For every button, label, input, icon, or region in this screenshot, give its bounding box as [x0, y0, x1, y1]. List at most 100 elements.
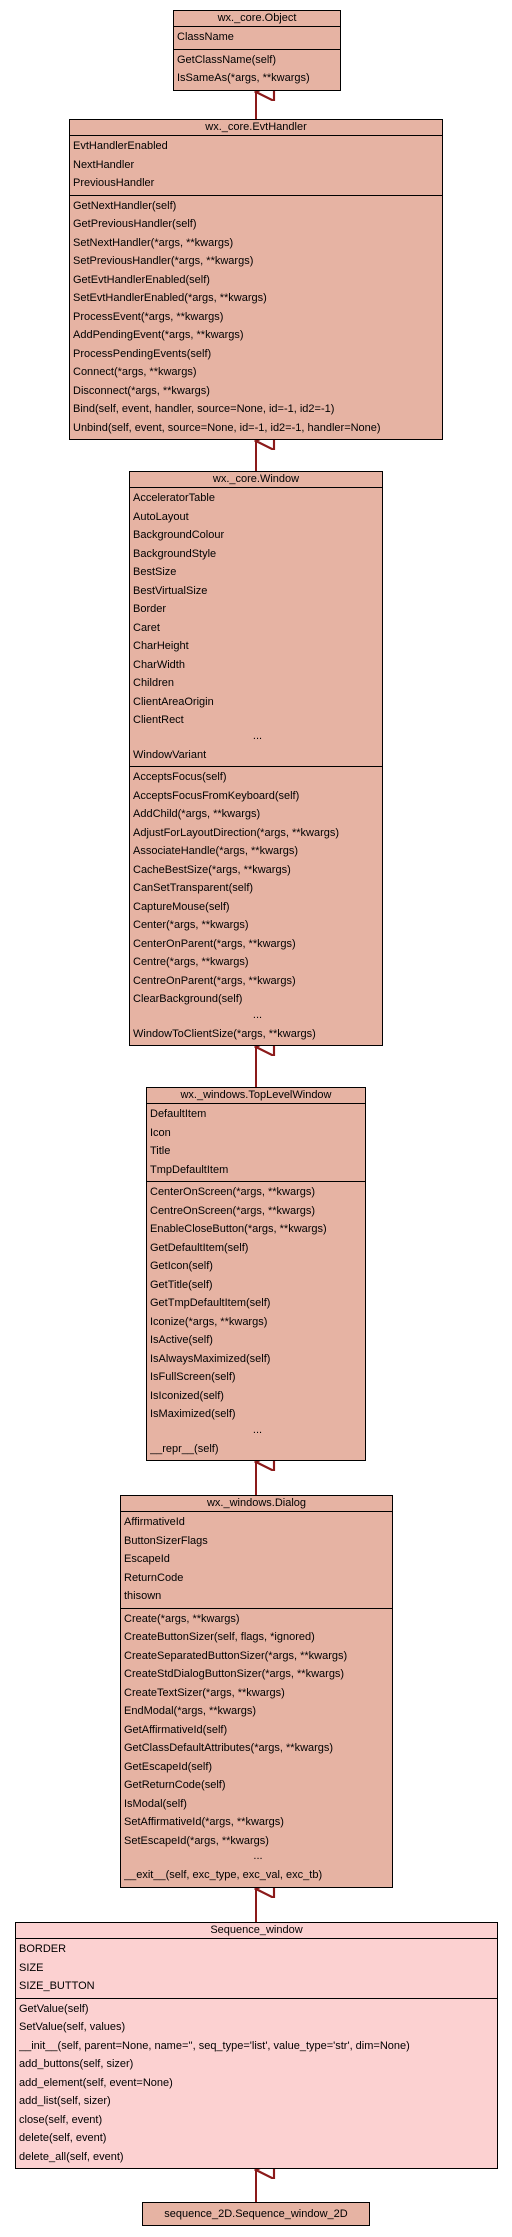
attribute: BestSize: [133, 566, 177, 578]
method: SetPreviousHandler(*args, **kwargs): [73, 255, 254, 267]
method: delete(self, event): [19, 2132, 107, 2144]
attribute: CharHeight: [133, 640, 189, 652]
attribute: ButtonSizerFlags: [124, 1534, 208, 1547]
method: IsModal(self): [124, 1797, 187, 1810]
attribute: NextHandler: [73, 158, 135, 171]
attribute: BestVirtualSize: [133, 584, 208, 597]
method: GetClassDefaultAttributes(*args, **kwarg…: [124, 1742, 334, 1754]
attribute: EscapeId: [124, 1553, 170, 1565]
method: GetIcon(self): [150, 1260, 213, 1272]
attribute: Caret: [133, 621, 160, 634]
method: Unbind(self, event, source=None, id=-1, …: [73, 421, 381, 434]
method: add_buttons(self, sizer): [19, 2058, 134, 2070]
attribute: Title: [150, 1145, 171, 1157]
method: EnableCloseButton(*args, **kwargs): [150, 1223, 327, 1235]
method: AddPendingEvent(*args, **kwargs): [73, 329, 244, 341]
method: GetEvtHandlerEnabled(self): [73, 273, 210, 286]
method: ProcessPendingEvents(self): [73, 347, 212, 360]
method: CenterOnScreen(*args, **kwargs): [150, 1186, 316, 1198]
method: AddChild(*args, **kwargs): [133, 808, 261, 820]
ellipsis: ...: [252, 1008, 263, 1021]
method: GetReturnCode(self): [124, 1779, 226, 1791]
method: ClearBackground(self): [133, 993, 243, 1005]
method: GetNextHandler(self): [73, 199, 177, 212]
method: WindowToClientSize(*args, **kwargs): [133, 1027, 316, 1040]
method: GetValue(self): [19, 2002, 89, 2015]
class-name: sequence_2D.Sequence_window_2D: [164, 2208, 348, 2220]
attribute: AcceleratorTable: [133, 492, 215, 504]
class-name: wx._windows.Dialog: [121, 1496, 392, 1512]
attribute: SIZE: [19, 1961, 44, 1974]
attribute: Children: [133, 677, 174, 689]
method: Disconnect(*args, **kwargs): [73, 384, 210, 397]
attribute: ClassName: [177, 31, 234, 43]
ellipsis: ...: [252, 729, 263, 742]
attribute: AffirmativeId: [124, 1516, 185, 1528]
method: Bind(self, event, handler, source=None, …: [73, 403, 335, 415]
method: CenterOnParent(*args, **kwargs): [133, 937, 296, 950]
method: Center(*args, **kwargs): [133, 919, 249, 931]
class-name: wx._core.Object: [174, 11, 340, 27]
method: delete_all(self, event): [19, 2150, 124, 2163]
attribute: Border: [133, 603, 167, 615]
attribute: ReturnCode: [124, 1571, 184, 1584]
class-name: wx._windows.TopLevelWindow: [147, 1088, 365, 1104]
method: GetAffirmativeId(self): [124, 1723, 228, 1736]
method: CentreOnParent(*args, **kwargs): [133, 974, 296, 987]
attributes-section: ClassName: [174, 27, 340, 50]
method: IsSameAs(*args, **kwargs): [177, 72, 310, 84]
ellipsis: ...: [253, 1850, 263, 1862]
methods-section: GetNextHandler(self)GetPreviousHandler(s…: [70, 196, 442, 440]
method: IsAlwaysMaximized(self): [150, 1352, 271, 1365]
class-name: wx._core.EvtHandler: [70, 120, 442, 136]
methods-section: AcceptsFocus(self)AcceptsFocusFromKeyboa…: [130, 767, 382, 1045]
method: IsFullScreen(self): [150, 1371, 236, 1383]
ellipsis: ...: [252, 1423, 263, 1436]
method: GetTmpDefaultItem(self): [150, 1297, 271, 1309]
method: CanSetTransparent(self): [133, 882, 254, 894]
method: AdjustForLayoutDirection(*args, **kwargs…: [133, 826, 340, 839]
method: IsMaximized(self): [150, 1408, 236, 1420]
method: GetTitle(self): [150, 1278, 213, 1291]
method: AssociateHandle(*args, **kwargs): [133, 845, 299, 857]
method: SetEvtHandlerEnabled(*args, **kwargs): [73, 292, 267, 304]
attribute: DefaultItem: [150, 1108, 207, 1120]
attribute: BORDER: [19, 1943, 67, 1955]
method: Connect(*args, **kwargs): [73, 366, 197, 378]
attribute: TmpDefaultItem: [150, 1163, 229, 1176]
methods-section: GetClassName(self) IsSameAs(*args, **kwar…: [174, 50, 340, 90]
method: add_element(self, event=None): [19, 2076, 173, 2089]
class-name: wx._core.Window: [130, 472, 382, 488]
method: AcceptsFocusFromKeyboard(self): [133, 789, 300, 802]
method: GetDefaultItem(self): [150, 1241, 249, 1254]
method: CreateStdDialogButtonSizer(*args, **kwar…: [124, 1668, 345, 1680]
method: GetClassName(self): [177, 53, 277, 66]
methods-section: GetValue(self)SetValue(self, values)__in…: [16, 1999, 497, 2169]
method: SetNextHandler(*args, **kwargs): [73, 236, 234, 249]
attribute: SIZE_BUTTON: [19, 1980, 95, 1992]
attribute: ClientRect: [133, 714, 184, 726]
class-box-6[interactable]: sequence_2D.Sequence_window_2D: [142, 2202, 370, 2226]
method: close(self, event): [19, 2113, 103, 2126]
attribute: ClientAreaOrigin: [133, 695, 214, 708]
methods-section: Create(*args, **kwargs)CreateButtonSizer…: [121, 1609, 392, 1887]
method: SetValue(self, values): [19, 2021, 126, 2033]
method: CreateTextSizer(*args, **kwargs): [124, 1686, 285, 1699]
class-name: Sequence_window: [16, 1923, 497, 1939]
method: EndModal(*args, **kwargs): [124, 1705, 257, 1717]
method: __repr__(self): [150, 1442, 219, 1455]
method: ProcessEvent(*args, **kwargs): [73, 310, 224, 323]
method: Centre(*args, **kwargs): [133, 956, 249, 968]
attribute: PreviousHandler: [73, 177, 155, 189]
method: CreateSeparatedButtonSizer(*args, **kwar…: [124, 1649, 348, 1662]
methods-section: CenterOnScreen(*args, **kwargs)CentreOnS…: [147, 1182, 365, 1460]
